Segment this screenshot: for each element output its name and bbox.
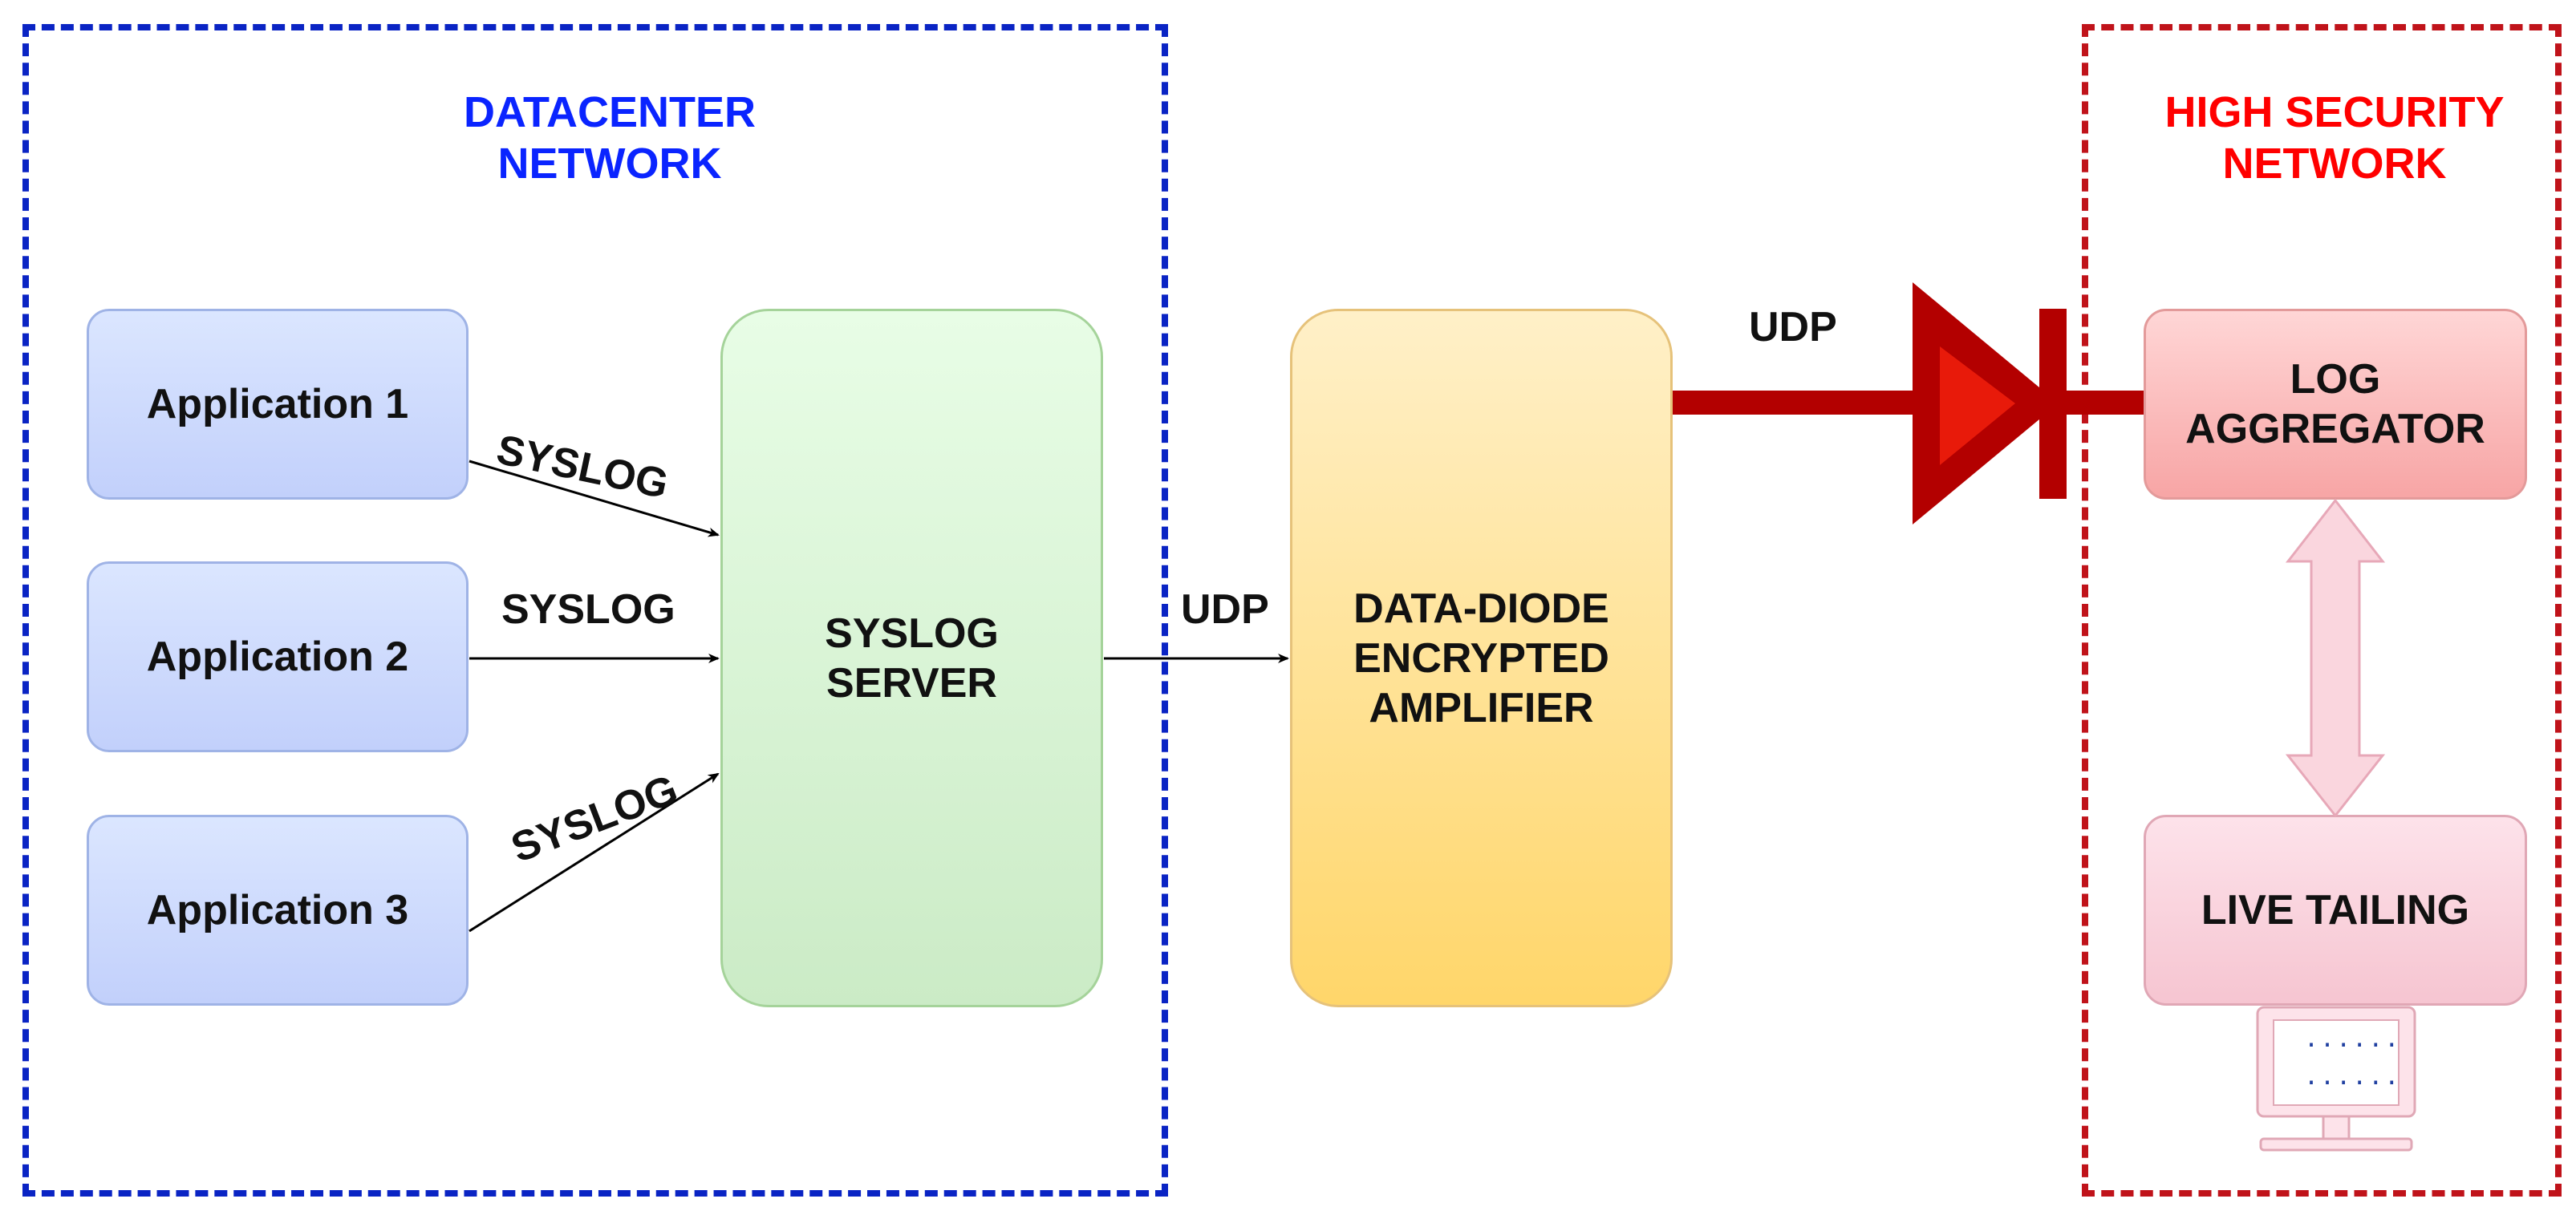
data-diode-amplifier-node: DATA-DIODE ENCRYPTED AMPLIFIER	[1290, 309, 1673, 1007]
application-2-node: Application 2	[87, 561, 469, 752]
syslog-arrow-1	[469, 460, 720, 537]
application-1-label: Application 1	[146, 381, 409, 427]
syslog-server-node: SYSLOG SERVER	[720, 309, 1103, 1007]
application-2-label: Application 2	[146, 634, 409, 680]
data-diode-amplifier-label: DATA-DIODE ENCRYPTED AMPLIFIER	[1353, 585, 1609, 731]
diode-icon	[1673, 282, 2144, 524]
application-3-label: Application 3	[146, 887, 409, 933]
udp-label-2: UDP	[1749, 304, 1837, 350]
high-security-network-zone	[2082, 24, 2562, 1197]
live-tailing-label: LIVE TAILING	[2201, 887, 2470, 933]
application-3-node: Application 3	[87, 815, 469, 1006]
syslog-server-label: SYSLOG SERVER	[825, 610, 999, 707]
terminal-line-2: ......	[2304, 1063, 2401, 1091]
high-security-network-title: HIGH SECURITY NETWORK	[2164, 88, 2505, 188]
application-1-node: Application 1	[87, 309, 469, 500]
datacenter-network-zone	[22, 24, 1168, 1197]
datacenter-network-title: DATACENTER NETWORK	[464, 88, 756, 188]
log-aggregator-label: LOG AGGREGATOR	[2185, 356, 2485, 452]
udp-label-1: UDP	[1181, 586, 1269, 633]
monitor-icon	[2256, 1006, 2416, 1152]
syslog-arrow-3	[469, 772, 720, 933]
terminal-line-1: ......	[2304, 1025, 2401, 1053]
bidirectional-arrow-icon	[2285, 498, 2386, 818]
syslog-label-2: SYSLOG	[501, 586, 675, 633]
log-aggregator-node: LOG AGGREGATOR	[2144, 309, 2527, 500]
